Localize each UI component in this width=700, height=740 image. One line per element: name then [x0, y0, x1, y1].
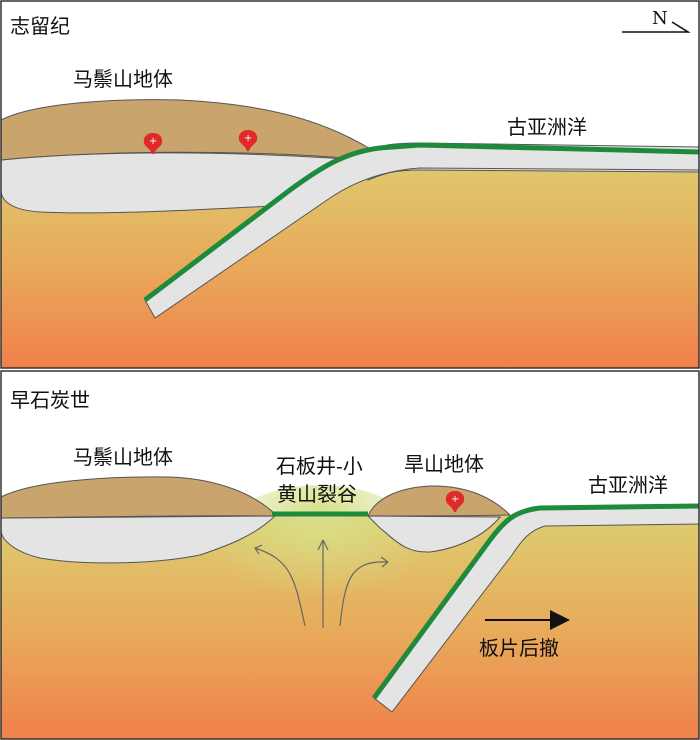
mazongshan-block: [0, 476, 276, 519]
period-label-silurian: 志留纪: [10, 14, 70, 38]
terrane-crust-lower: [366, 515, 502, 553]
rift-label-line1: 石板井-小: [276, 454, 363, 478]
ocean-label: 古亚洲洋: [588, 473, 668, 497]
oceanic-crust-line: [143, 142, 700, 302]
svg-text:+: +: [149, 136, 157, 147]
continental-crust-lower: [0, 515, 277, 564]
terrane-label: 旱山地体: [404, 452, 484, 476]
pluton-icon: +: [143, 133, 163, 154]
svg-text:+: +: [451, 494, 459, 505]
block-label: 马鬃山地体: [73, 445, 173, 469]
svg-text:+: +: [244, 133, 252, 144]
period-label-early-carboniferous: 早石炭世: [10, 388, 90, 412]
panel-silurian: + + 志留纪 马鬃山地体 古亚洲洋 N: [0, 0, 700, 369]
north-arrow-icon: N: [622, 8, 691, 33]
rift-label-line2: 黄山裂谷: [277, 482, 357, 506]
hanshan-terrane: [367, 485, 512, 517]
north-label: N: [652, 8, 668, 29]
block-label: 马鬃山地体: [73, 67, 173, 91]
pluton-icon: +: [238, 130, 258, 151]
upwelling-arrows: [254, 539, 389, 628]
ocean-label: 古亚洲洋: [507, 115, 587, 139]
rollback-label: 板片后撤: [479, 636, 559, 660]
oceanic-crust-line: [371, 503, 700, 700]
panel-early-carboniferous: + 早石炭世 马鬃山地体 石板井-小 黄山裂谷 旱山地体 古亚洲洋 板片后撤: [0, 370, 700, 740]
pluton-icon: +: [445, 491, 465, 512]
